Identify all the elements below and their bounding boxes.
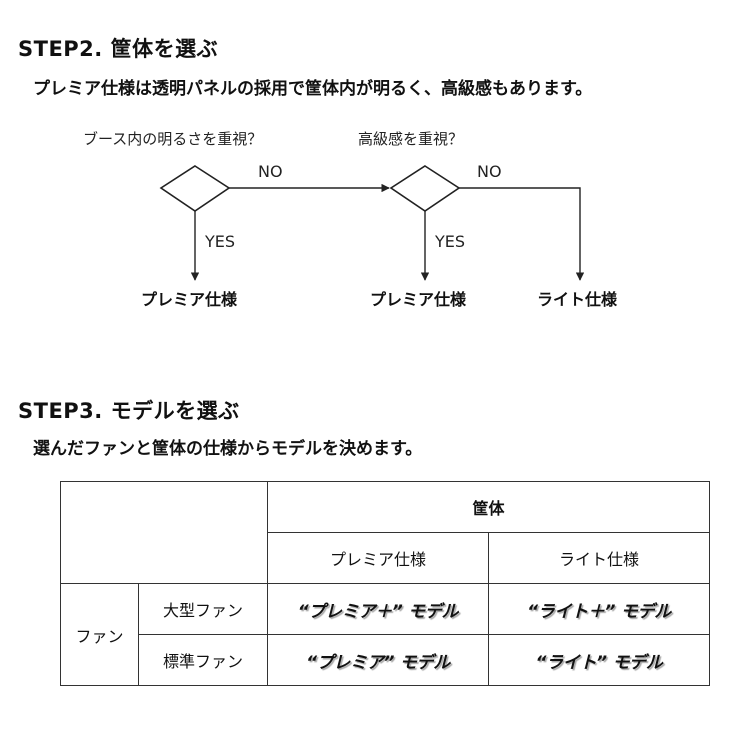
table-row: ファン 大型ファン “プレミア＋” モデル “ライト＋” モデル: [60, 583, 711, 686]
row-group-fan: ファン: [60, 583, 139, 686]
header-chassis: 筐体: [266, 481, 711, 533]
table-row: 標準ファン “プレミア” モデル “ライト” モデル: [61, 634, 711, 686]
row-label-large-fan: 大型ファン: [138, 583, 268, 635]
result-light: ライト仕様: [537, 290, 618, 309]
model-premium-plus: “プレミア＋” モデル: [267, 583, 489, 635]
question-1: ブース内の明るさを重視？: [83, 130, 263, 148]
table-corner-cell: [60, 481, 268, 584]
model-light-plus: “ライト＋” モデル: [487, 583, 711, 635]
yes-label-1: YES: [205, 232, 236, 251]
header-premium: プレミア仕様: [267, 532, 489, 584]
no-arrow-2: [459, 187, 585, 281]
step3-description: 選んだファンと筐体の仕様からモデルを決めます。: [33, 439, 423, 459]
question-2: 高級感を重視？: [358, 130, 464, 148]
no-label-2: NO: [477, 162, 502, 181]
model-premium: “プレミア” モデル: [267, 634, 489, 686]
step2-description: プレミア仕様は透明パネルの採用で筐体内が明るく、高級感もあります。: [33, 79, 593, 99]
yes-label-2: YES: [435, 232, 466, 251]
header-light: ライト仕様: [487, 532, 711, 584]
result-premium-2: プレミア仕様: [370, 290, 467, 309]
no-label-1: NO: [258, 162, 283, 181]
decision-diamond-1: [159, 165, 231, 212]
decision-diamond-2: [389, 165, 461, 212]
model-light: “ライト” モデル: [487, 634, 711, 686]
result-premium-1: プレミア仕様: [141, 290, 238, 309]
row-label-standard-fan: 標準ファン: [138, 634, 268, 686]
step2-title: STEP2. 筐体を選ぶ: [18, 37, 219, 61]
model-table: 筐体 プレミア仕様 ライト仕様 ファン 大型ファン “プレミア＋” モデル “ラ…: [60, 481, 711, 686]
step3-title: STEP3. モデルを選ぶ: [18, 399, 240, 423]
